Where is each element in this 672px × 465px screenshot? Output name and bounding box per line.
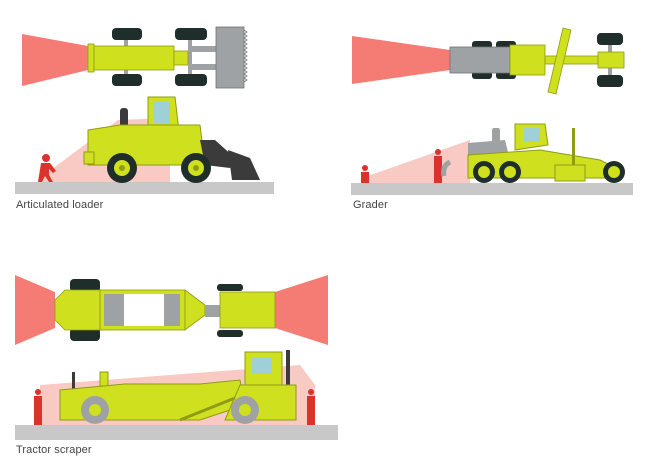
- worker-figure: [361, 165, 369, 183]
- rear-blind-spot-zone: [352, 36, 450, 84]
- blade: [554, 164, 586, 182]
- ground: [15, 425, 338, 440]
- tractor-scraper-side-view: [15, 350, 338, 440]
- bucket: [228, 150, 260, 180]
- worker-figure: [307, 389, 315, 425]
- articulated-loader-side-view: [15, 96, 274, 194]
- ground: [351, 183, 633, 195]
- grader-side-view: [351, 123, 633, 195]
- ripper: [441, 159, 452, 177]
- side-blind-spot-zone: [362, 140, 470, 183]
- worker-figure: [434, 149, 442, 183]
- caption-tractor-scraper: Tractor scraper: [16, 444, 92, 456]
- rear-blind-spot-zone: [15, 275, 55, 345]
- bucket: [215, 26, 245, 89]
- front-blind-spot-zone: [275, 275, 328, 345]
- caption-articulated-loader: Articulated loader: [16, 199, 104, 211]
- articulated-loader-top-view: [22, 26, 248, 89]
- worker-figure: [38, 154, 56, 182]
- caption-grader: Grader: [353, 199, 388, 211]
- blade: [547, 27, 572, 95]
- rear-blind-spot-zone: [22, 34, 88, 86]
- ground: [15, 182, 274, 194]
- tractor-scraper-top-view: [15, 275, 328, 345]
- worker-figure: [34, 389, 42, 425]
- grader-top-view: [352, 27, 625, 95]
